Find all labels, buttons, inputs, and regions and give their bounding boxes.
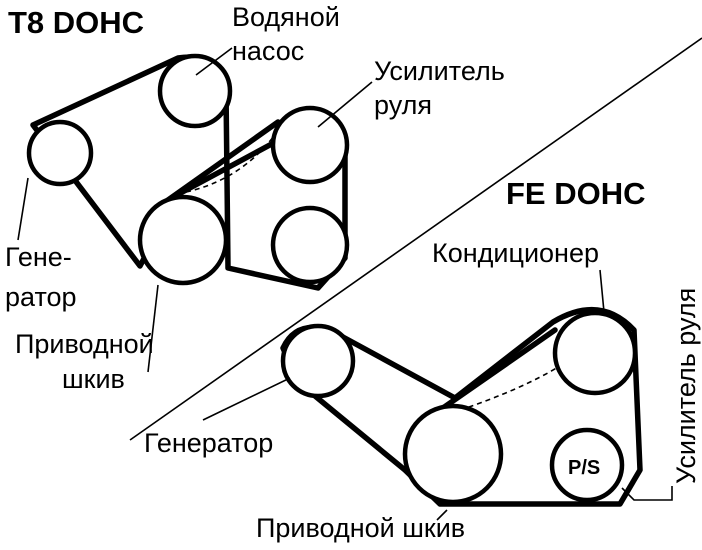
fe-crank-pulley-label: Приводной шкив <box>256 513 465 543</box>
t8-generator-leader <box>17 177 29 241</box>
fe-crank-pulley <box>402 403 504 505</box>
t8-belt-tensioner <box>165 119 281 203</box>
fe-ps-badge: P/S <box>568 457 600 479</box>
divider-line <box>129 37 702 441</box>
fe-power-steering-pulley <box>549 427 625 503</box>
fe-power-steering-label: Усилитель руля <box>671 288 701 484</box>
t8-water-pump-leader <box>195 47 233 76</box>
t8-crank-pulley-label: Приводной шкив <box>15 329 161 394</box>
fe-generator-pulley <box>280 323 356 399</box>
t8-title: T8 DOHC <box>8 5 144 40</box>
t8-water-pump-pulley <box>157 53 233 129</box>
fe-belt-tensioner <box>437 327 558 413</box>
t8-idler-pulley <box>270 205 350 285</box>
fe-dohc-diagram: FE DOHC P/S Кондиционер Генератор Привод… <box>144 176 701 543</box>
fe-generator-leader <box>202 377 291 421</box>
t8-power-steering-label: Усилитель руля <box>374 56 512 120</box>
t8-dohc-diagram: T8 DOHC Водяной насос Усилитель руля Ген… <box>5 2 512 394</box>
fe-belt-idler-dash <box>459 365 561 411</box>
t8-generator-label: Гене- ратор <box>5 242 79 312</box>
fe-crank-leader <box>436 509 448 521</box>
fe-generator-label: Генератор <box>144 428 273 458</box>
fe-title: FE DOHC <box>506 176 646 211</box>
t8-power-steering-pulley <box>270 105 350 185</box>
t8-crank-leader <box>147 284 159 373</box>
t8-power-steering-leader <box>317 81 373 128</box>
t8-water-pump-label: Водяной насос <box>232 2 347 66</box>
fe-air-conditioner-leader <box>599 269 605 313</box>
t8-generator-pulley <box>26 119 94 187</box>
fe-air-conditioner-pulley <box>552 310 638 396</box>
fe-air-conditioner-label: Кондиционер <box>432 238 599 268</box>
t8-belt-idler-dash <box>185 135 275 193</box>
fe-power-steering-leader <box>621 486 673 501</box>
t8-crank-pulley <box>137 194 229 286</box>
